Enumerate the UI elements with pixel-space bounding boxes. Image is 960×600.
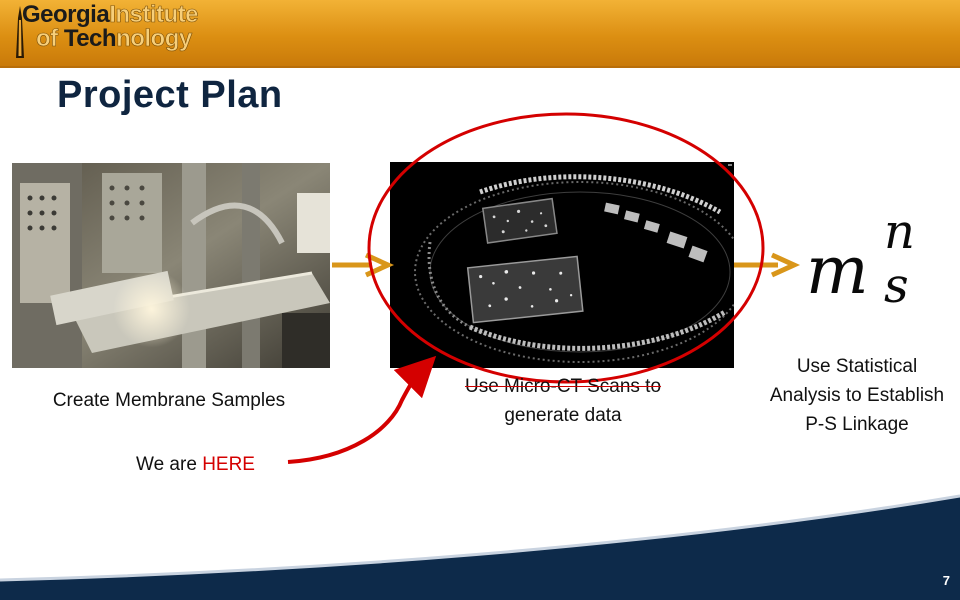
step-stat-line1: Use Statistical bbox=[796, 356, 918, 377]
formula-base: m bbox=[806, 232, 869, 309]
logo-word-institute: Institute bbox=[109, 1, 199, 28]
step-create-caption: Create Membrane Samples bbox=[52, 390, 286, 411]
georgia-tech-logo: GeorgiaInstitute of Technology bbox=[22, 1, 199, 52]
membrane-apparatus-photo bbox=[12, 163, 330, 368]
tech-tower-icon bbox=[16, 6, 24, 58]
step-stat-line3: P-S Linkage bbox=[805, 414, 909, 435]
logo-word-nology: nology bbox=[116, 25, 193, 52]
step-stat-line2: Analysis to Establish bbox=[769, 385, 945, 406]
logo-word-georgia: Georgia bbox=[22, 1, 110, 28]
status-caption: We are HERE bbox=[136, 450, 296, 479]
step-ct-line1: Use Micro-CT Scans to bbox=[464, 376, 662, 397]
logo-word-tech: Tech bbox=[63, 25, 117, 52]
step-ct-line2: generate data bbox=[504, 405, 622, 426]
status-prefix: We are bbox=[136, 454, 203, 475]
linkage-formula: m n s bbox=[798, 204, 948, 324]
arrow-to-ct bbox=[332, 252, 395, 278]
step-ct-caption: Use Micro-CT Scans to generate data bbox=[438, 372, 688, 430]
page-title: Project Plan bbox=[57, 74, 283, 116]
page-number: 7 bbox=[942, 573, 950, 588]
formula-superscript: n bbox=[884, 204, 915, 260]
footer-swoosh bbox=[0, 494, 960, 600]
header-bar: GeorgiaInstitute of Technology bbox=[0, 0, 960, 68]
formula-subscript: s bbox=[884, 258, 909, 314]
arrow-to-formula bbox=[734, 252, 801, 278]
step-stat-caption: Use Statistical Analysis to Establish P-… bbox=[752, 352, 960, 439]
micro-ct-scan-image bbox=[390, 162, 734, 368]
status-highlight: HERE bbox=[202, 454, 255, 475]
here-pointer-arrow bbox=[287, 355, 437, 464]
logo-word-of: of bbox=[36, 25, 59, 52]
